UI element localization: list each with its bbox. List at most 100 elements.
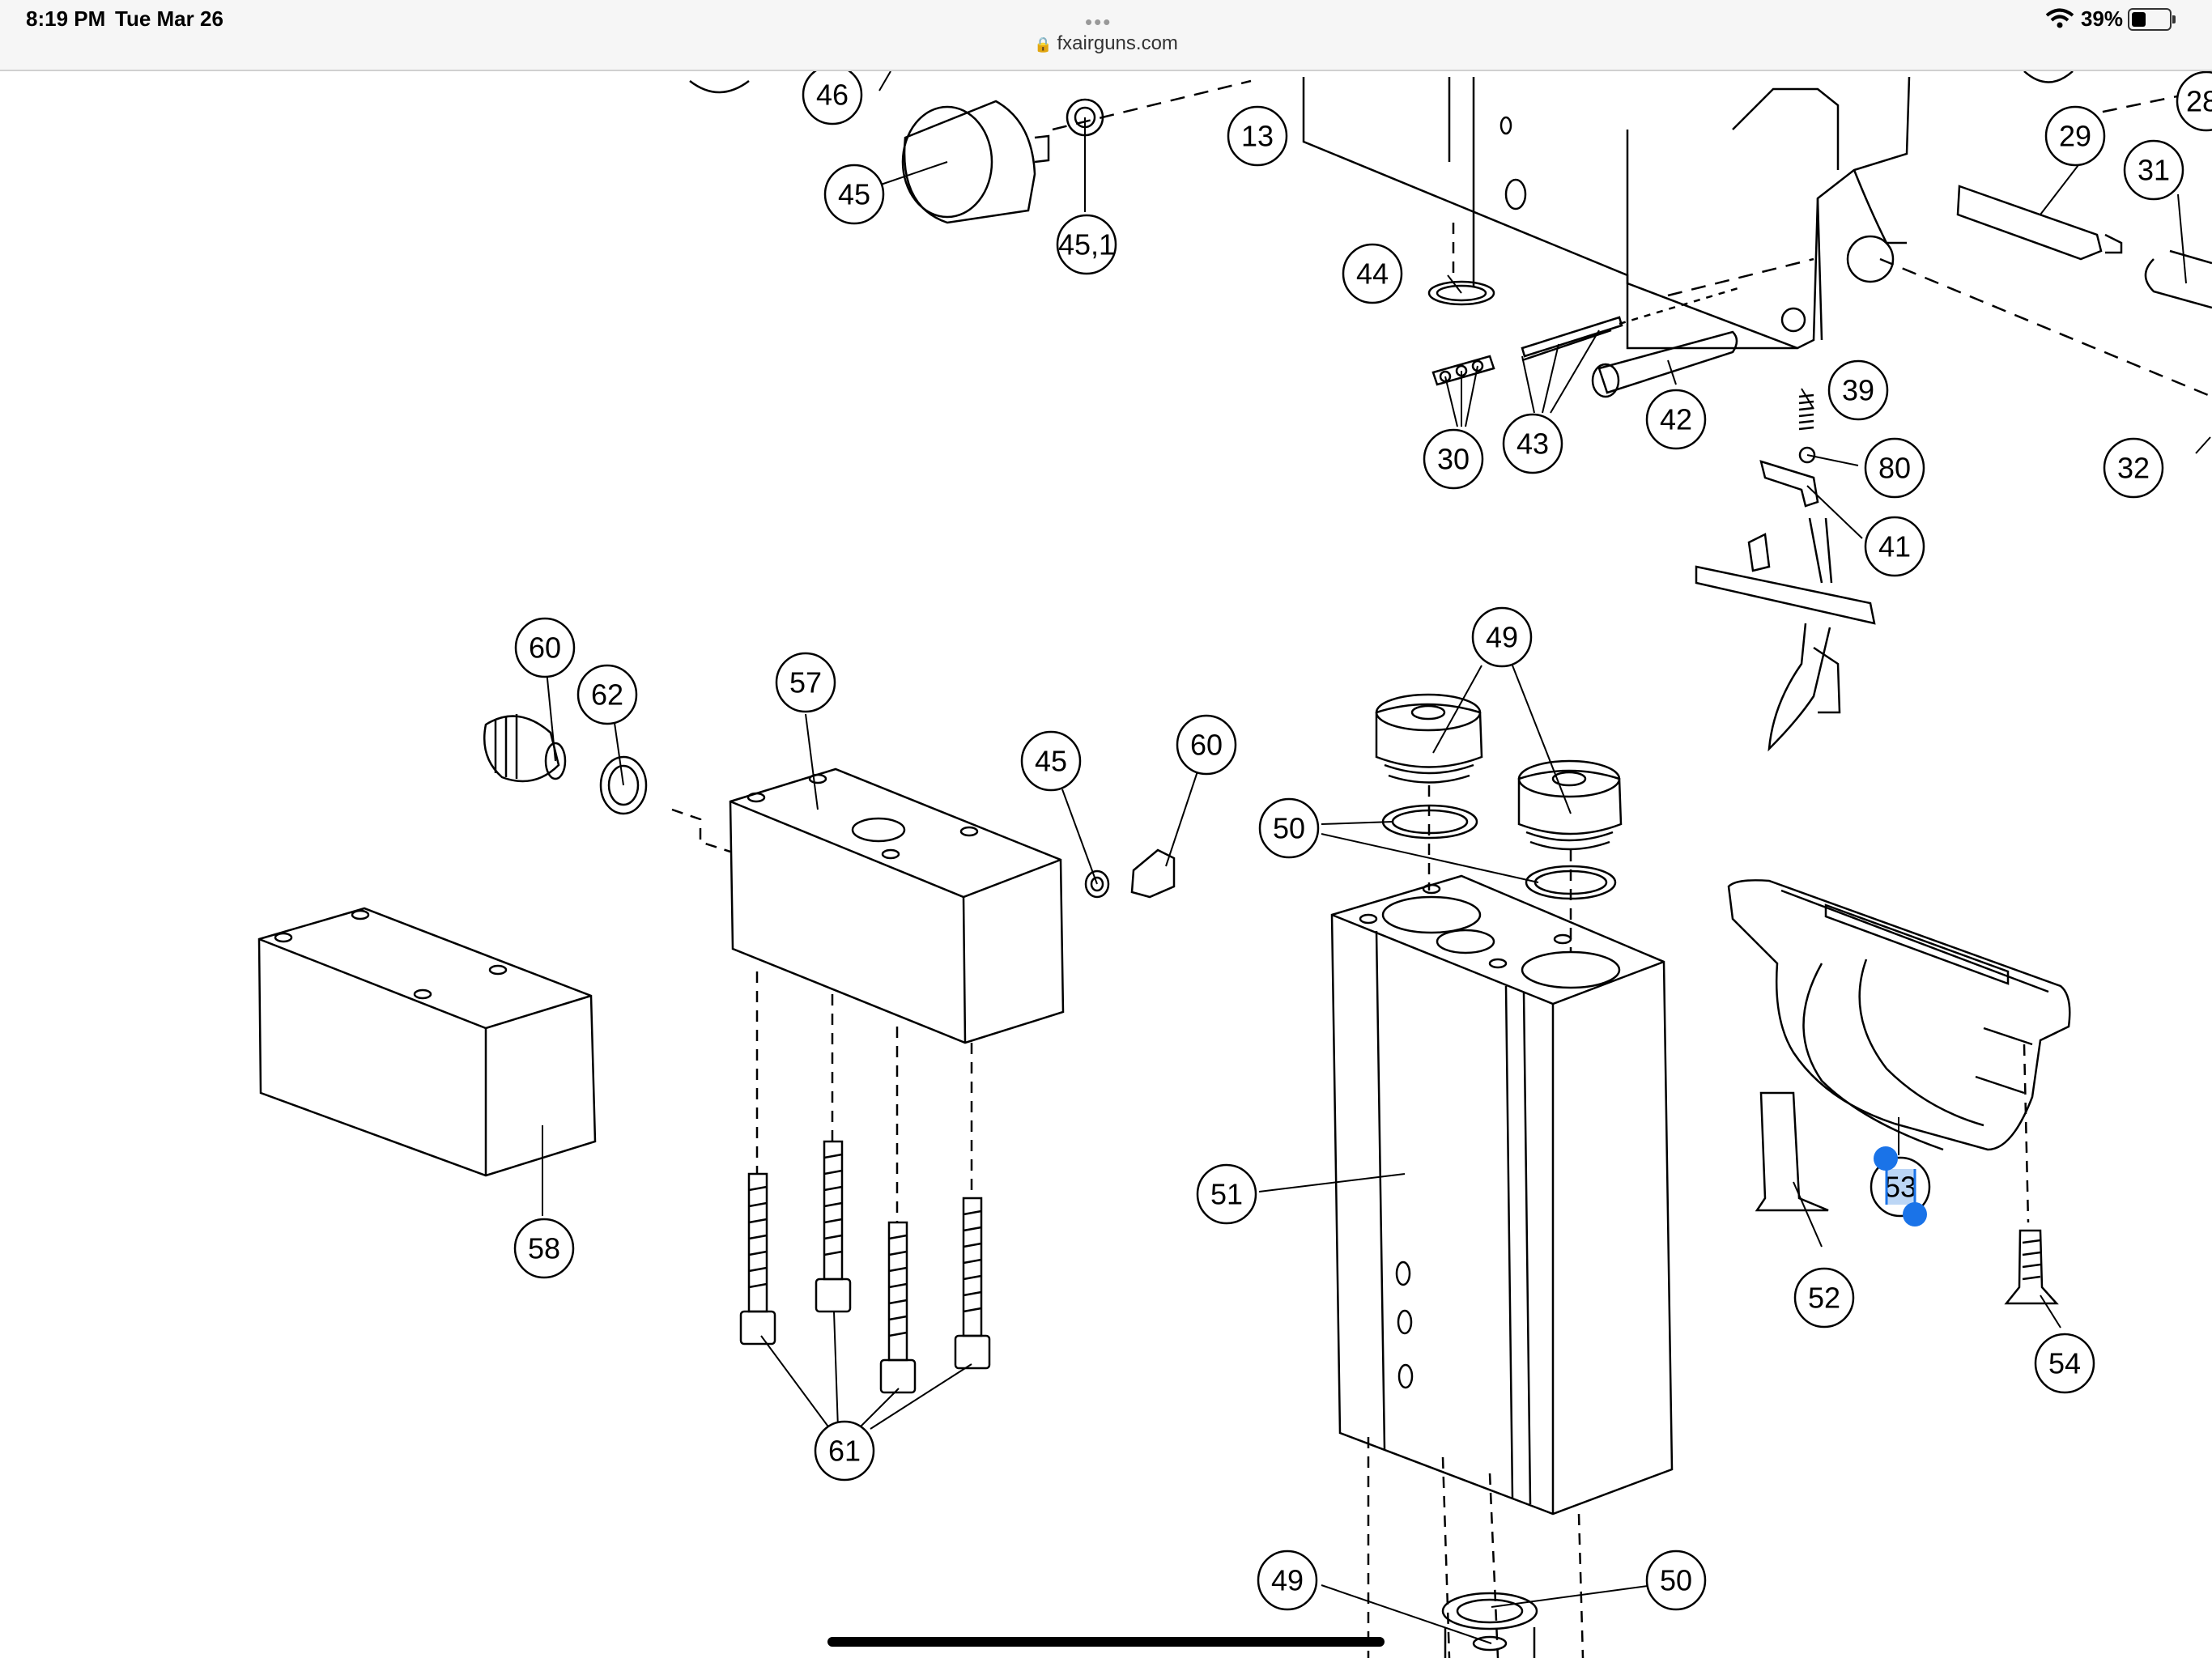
part-39-spring (1798, 393, 1814, 431)
part-54-screw (2004, 1229, 2059, 1305)
callout-52[interactable]: 52 (1793, 1267, 1855, 1329)
battery-icon (2128, 8, 2176, 31)
callout-39[interactable]: 39 (1827, 359, 1889, 421)
svg-text:50: 50 (1273, 812, 1305, 845)
callout-60-left[interactable]: 60 (514, 617, 576, 678)
svg-text:13: 13 (1241, 120, 1274, 153)
part-53-trigger-guard (1727, 879, 2071, 1151)
svg-text:44: 44 (1356, 257, 1389, 291)
part-49-cap-b (1517, 769, 1623, 835)
callout-41[interactable]: 41 (1864, 516, 1925, 577)
part-60-plug-right (1130, 848, 1176, 899)
status-time: 8:19 PM (26, 6, 106, 31)
part-13-receiver (1302, 76, 1911, 350)
svg-text:54: 54 (2048, 1347, 2081, 1380)
svg-text:52: 52 (1808, 1282, 1840, 1315)
svg-text:42: 42 (1660, 403, 1692, 436)
callout-13[interactable]: 13 (1227, 105, 1288, 167)
callout-49-bottom[interactable]: 49 (1257, 1550, 1318, 1611)
svg-text:57: 57 (789, 666, 822, 699)
part-44-oring (1427, 280, 1495, 306)
callouts: 46 45 45,1 13 29 31 28 44 39 80 30 43 42… (513, 71, 2212, 1611)
callout-57[interactable]: 57 (775, 652, 836, 713)
svg-text:29: 29 (2059, 120, 2091, 153)
callout-62[interactable]: 62 (576, 664, 638, 725)
svg-text:49: 49 (1486, 621, 1518, 654)
part-52-screw (1755, 1091, 1829, 1212)
exploded-parts-diagram: 46 45 45,1 13 29 31 28 44 39 80 30 43 42… (257, 71, 2212, 1658)
status-bar: 8:19 PM Tue Mar 26 ••• 🔒fxairguns.com 39… (0, 0, 2212, 71)
svg-text:49: 49 (1271, 1564, 1304, 1597)
svg-text:39: 39 (1842, 374, 1874, 407)
svg-text:62: 62 (591, 678, 623, 712)
part-49-cap-a (1375, 703, 1483, 768)
svg-text:51: 51 (1210, 1178, 1243, 1211)
part-61-bolts (739, 1140, 991, 1394)
callout-31[interactable]: 31 (2123, 139, 2184, 201)
svg-text:46: 46 (816, 79, 849, 112)
callout-32[interactable]: 32 (2103, 437, 2164, 499)
status-date: Tue Mar 26 (115, 6, 223, 31)
svg-text:60: 60 (529, 631, 561, 665)
part-29-pin (1956, 185, 2103, 261)
part-42-pin (1597, 330, 1738, 394)
part-62-washer (599, 755, 648, 815)
svg-text:43: 43 (1516, 427, 1549, 461)
selection-handle-end[interactable] (1903, 1202, 1927, 1226)
callout-46[interactable]: 46 (802, 71, 863, 125)
part-41-sear (1759, 460, 1819, 508)
wifi-icon (2045, 8, 2074, 28)
home-indicator[interactable] (827, 1637, 1385, 1647)
svg-text:41: 41 (1878, 530, 1911, 563)
callout-28[interactable]: 28 (2176, 71, 2212, 132)
leader-lines (542, 71, 2211, 1644)
svg-text:28: 28 (2186, 85, 2212, 118)
part-30-screws (1431, 355, 1495, 386)
svg-text:45: 45 (1035, 745, 1067, 778)
callout-29[interactable]: 29 (2044, 105, 2106, 167)
callout-51[interactable]: 51 (1196, 1163, 1257, 1225)
callout-50-bottom[interactable]: 50 (1645, 1550, 1707, 1611)
callout-49-top[interactable]: 49 (1471, 606, 1533, 668)
svg-text:32: 32 (2117, 452, 2150, 485)
address-bar[interactable]: 🔒fxairguns.com (0, 32, 2212, 55)
svg-text:30: 30 (1437, 443, 1470, 476)
callout-58[interactable]: 58 (513, 1218, 575, 1279)
battery-percent: 39% (2080, 6, 2123, 31)
callout-80[interactable]: 80 (1864, 437, 1925, 499)
part-51-housing (1330, 874, 1674, 1516)
part-43-pins (1521, 316, 1623, 358)
part-45-knob (903, 100, 1036, 224)
callout-45[interactable]: 45 (823, 164, 885, 225)
callout-60-right[interactable]: 60 (1176, 714, 1237, 776)
callout-43[interactable]: 43 (1502, 413, 1563, 474)
svg-text:31: 31 (2138, 154, 2170, 187)
svg-text:45: 45 (838, 178, 870, 211)
callout-44[interactable]: 44 (1342, 243, 1403, 304)
part-drawings (257, 76, 2212, 1658)
part-57-block (729, 767, 1065, 1044)
more-dots-icon[interactable]: ••• (1085, 10, 1112, 34)
selection-handle-start[interactable] (1874, 1146, 1898, 1171)
part-80-ball (1798, 446, 1816, 464)
url-text: fxairguns.com (1057, 32, 1178, 54)
svg-text:53: 53 (1884, 1171, 1916, 1204)
callout-45-1[interactable]: 45,1 (1056, 214, 1117, 275)
svg-text:80: 80 (1878, 452, 1911, 485)
callout-30[interactable]: 30 (1423, 428, 1484, 490)
callout-45-right[interactable]: 45 (1020, 730, 1082, 792)
text-selection-highlight (1887, 1169, 1916, 1205)
callout-53-selected[interactable]: 53 (1870, 1146, 1931, 1226)
svg-text:61: 61 (828, 1435, 861, 1468)
callout-42[interactable]: 42 (1645, 389, 1707, 450)
svg-text:60: 60 (1190, 729, 1223, 762)
callout-50-top[interactable]: 50 (1258, 797, 1320, 859)
part-31-pin (2144, 249, 2212, 309)
svg-text:58: 58 (528, 1232, 560, 1265)
lock-icon: 🔒 (1034, 36, 1053, 53)
part-58-block (257, 907, 597, 1177)
callout-61[interactable]: 61 (814, 1420, 875, 1482)
svg-text:45,1: 45,1 (1058, 228, 1115, 261)
callout-54[interactable]: 54 (2034, 1333, 2095, 1394)
part-trigger (1695, 565, 1876, 625)
